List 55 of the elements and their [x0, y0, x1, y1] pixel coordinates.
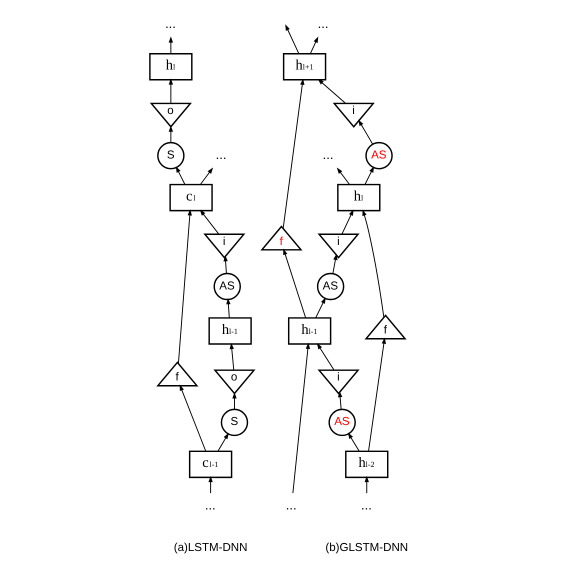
arrow — [200, 168, 214, 185]
node-box: cl — [169, 184, 213, 212]
arrow — [316, 343, 335, 371]
node-circle: AS — [316, 272, 344, 300]
arrow — [341, 209, 354, 235]
arrow — [178, 209, 192, 364]
label: (a)LSTM-DNN — [174, 542, 248, 554]
arrow — [168, 36, 174, 54]
arrow — [223, 255, 228, 274]
node-box: hl — [337, 184, 380, 212]
node-text: ... — [165, 16, 176, 31]
node-box: hl-1 — [208, 317, 252, 345]
arrow — [168, 126, 174, 143]
node-text: ... — [286, 497, 297, 512]
node-box: hl — [149, 53, 193, 80]
arrow — [318, 78, 346, 104]
node-circle: AS — [365, 142, 393, 170]
label: (b)GLSTM-DNN — [325, 542, 408, 554]
arrow — [226, 298, 231, 318]
arrow — [230, 342, 234, 371]
arrow — [368, 338, 386, 452]
node-text: ... — [360, 497, 372, 512]
arrow — [332, 254, 338, 274]
node-box: hl-1 — [288, 317, 332, 345]
arrow — [310, 36, 318, 54]
arrow — [362, 209, 384, 318]
arrow — [180, 384, 206, 452]
arrow — [168, 78, 174, 104]
node-text: ... — [204, 497, 216, 512]
arrow — [282, 78, 304, 229]
arrow — [283, 248, 306, 318]
arrow — [358, 120, 374, 145]
arrow — [338, 391, 342, 410]
node-circle: AS — [328, 408, 356, 436]
node-box: hl+1 — [282, 53, 326, 80]
node-text: ... — [318, 16, 328, 31]
node-text: ... — [322, 146, 334, 162]
arrow — [200, 210, 220, 235]
arrow — [176, 166, 186, 185]
arrow — [336, 168, 350, 185]
node-circle: AS — [214, 272, 241, 300]
node-circle: S — [157, 142, 185, 170]
node-box: cl-1 — [188, 450, 232, 478]
arrow — [292, 342, 310, 494]
node-circle: S — [220, 408, 248, 436]
arrow — [348, 432, 360, 452]
node-text: ... — [216, 146, 227, 162]
arrow — [232, 392, 237, 410]
arrow — [285, 24, 300, 54]
arrow — [208, 476, 213, 494]
arrow — [315, 297, 326, 318]
node-box: hl-2 — [345, 450, 388, 478]
arrow — [364, 166, 374, 185]
arrow — [217, 432, 229, 452]
arrow — [364, 476, 369, 494]
